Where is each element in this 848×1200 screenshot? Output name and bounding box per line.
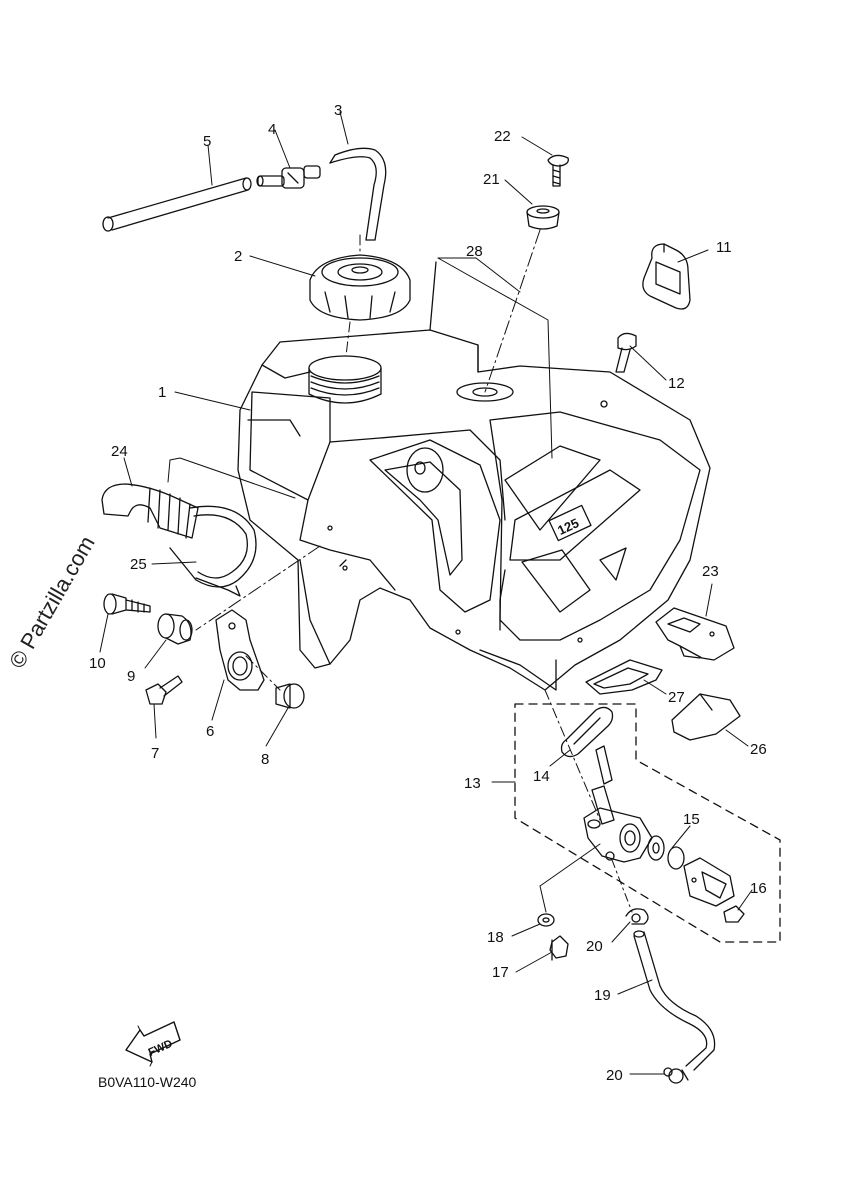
damper-band-24 (101, 483, 199, 539)
fuel-tank: 125 (237, 261, 711, 691)
protector-27 (585, 659, 663, 695)
callout-15: 15 (683, 811, 700, 828)
callout-20-upper: 20 (586, 938, 603, 955)
clip-11 (642, 243, 691, 310)
callout-labels: 1 2 3 4 5 6 7 8 9 10 11 12 13 14 15 16 1… (89, 102, 767, 1084)
callout-13: 13 (464, 775, 481, 792)
callout-6: 6 (206, 723, 214, 740)
collar-8 (275, 683, 305, 709)
bolt-12 (615, 332, 637, 373)
callout-4: 4 (268, 121, 276, 138)
callout-28: 28 (466, 243, 483, 260)
screw-16 (723, 905, 745, 923)
callout-14: 14 (533, 768, 550, 785)
fuel-cock-body (583, 745, 653, 863)
tank-emblem-text: 125 (555, 515, 581, 538)
callout-3: 3 (334, 102, 342, 119)
callout-16: 16 (750, 880, 767, 897)
washer-18 (537, 913, 555, 927)
callout-18: 18 (487, 929, 504, 946)
damper-9 (157, 613, 193, 645)
callout-23: 23 (702, 563, 719, 580)
collar-21 (526, 205, 560, 230)
strainer-14 (560, 706, 614, 758)
bolt-7 (145, 675, 183, 705)
screw-22 (547, 154, 569, 187)
callout-1: 1 (158, 384, 166, 401)
bracket-6 (215, 609, 265, 691)
callout-25: 25 (130, 556, 147, 573)
callout-19: 19 (594, 987, 611, 1004)
callout-11: 11 (716, 239, 732, 256)
breather-hose (329, 147, 387, 241)
callout-9: 9 (127, 668, 135, 685)
callout-20-lower: 20 (606, 1067, 623, 1084)
fuel-hose-19 (633, 930, 716, 1071)
callout-2: 2 (234, 248, 242, 265)
callout-21: 21 (483, 171, 500, 188)
leader-lines (99, 111, 753, 1075)
check-valve (256, 165, 321, 189)
forward-arrow-icon: FWD (125, 1021, 181, 1067)
callout-12: 12 (668, 375, 685, 392)
fuel-cap (309, 254, 411, 321)
callout-10: 10 (89, 655, 106, 672)
hose (102, 177, 252, 232)
diagram-code: B0VA110-W240 (98, 1074, 197, 1090)
cover-23 (655, 607, 735, 661)
protector-26 (671, 693, 741, 741)
callout-27: 27 (668, 689, 685, 706)
o-ring-15 (647, 835, 685, 870)
screw-17 (549, 935, 569, 961)
forward-arrow-label: FWD (147, 1038, 175, 1059)
band-25 (169, 505, 257, 597)
callout-8: 8 (261, 751, 269, 768)
fuel-cock-group-boundary (514, 703, 781, 943)
clamp-20-lower (663, 1067, 689, 1084)
callout-24: 24 (111, 443, 128, 460)
callout-22: 22 (494, 128, 511, 145)
callout-7: 7 (151, 745, 159, 762)
callout-17: 17 (492, 964, 509, 981)
callout-5: 5 (203, 133, 211, 150)
callout-26: 26 (750, 741, 767, 758)
clamp-20-upper (625, 908, 649, 925)
lever-plate (683, 857, 735, 907)
bolt-10 (103, 593, 151, 615)
